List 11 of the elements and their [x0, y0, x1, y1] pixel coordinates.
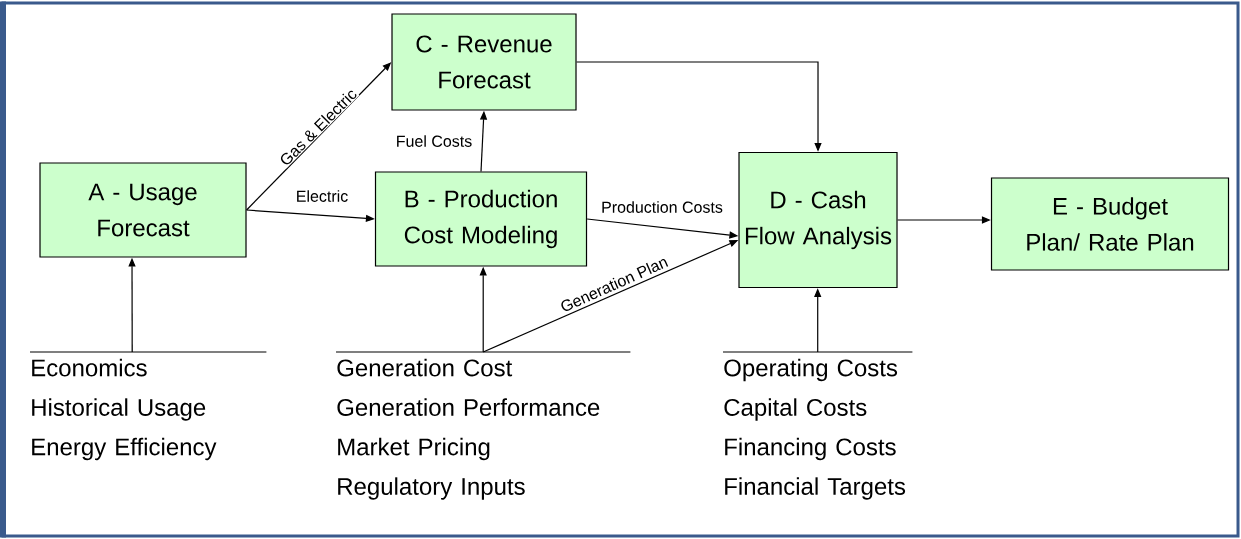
- edge-label: Fuel Costs: [394, 134, 474, 148]
- input-list: Economics Historical Usage Energy Efficiency: [29, 351, 267, 461]
- input-list: Operating Costs Capital Costs Financing Costs Financial Targets: [722, 351, 913, 500]
- process-box: A - Usage Forecast: [39, 162, 247, 258]
- edge-label: Production Costs: [600, 200, 724, 214]
- process-box: C - Revenue Forecast: [391, 13, 577, 111]
- process-box: B - Production Cost Modeling: [374, 171, 588, 267]
- edge-label: Electric: [294, 189, 350, 203]
- process-box: D - Cash Flow Analysis: [738, 151, 898, 289]
- input-list: Generation Cost Generation Performance Market Pricing Regulatory Inputs: [335, 351, 631, 500]
- process-box: E - Budget Plan/ Rate Plan: [990, 177, 1230, 271]
